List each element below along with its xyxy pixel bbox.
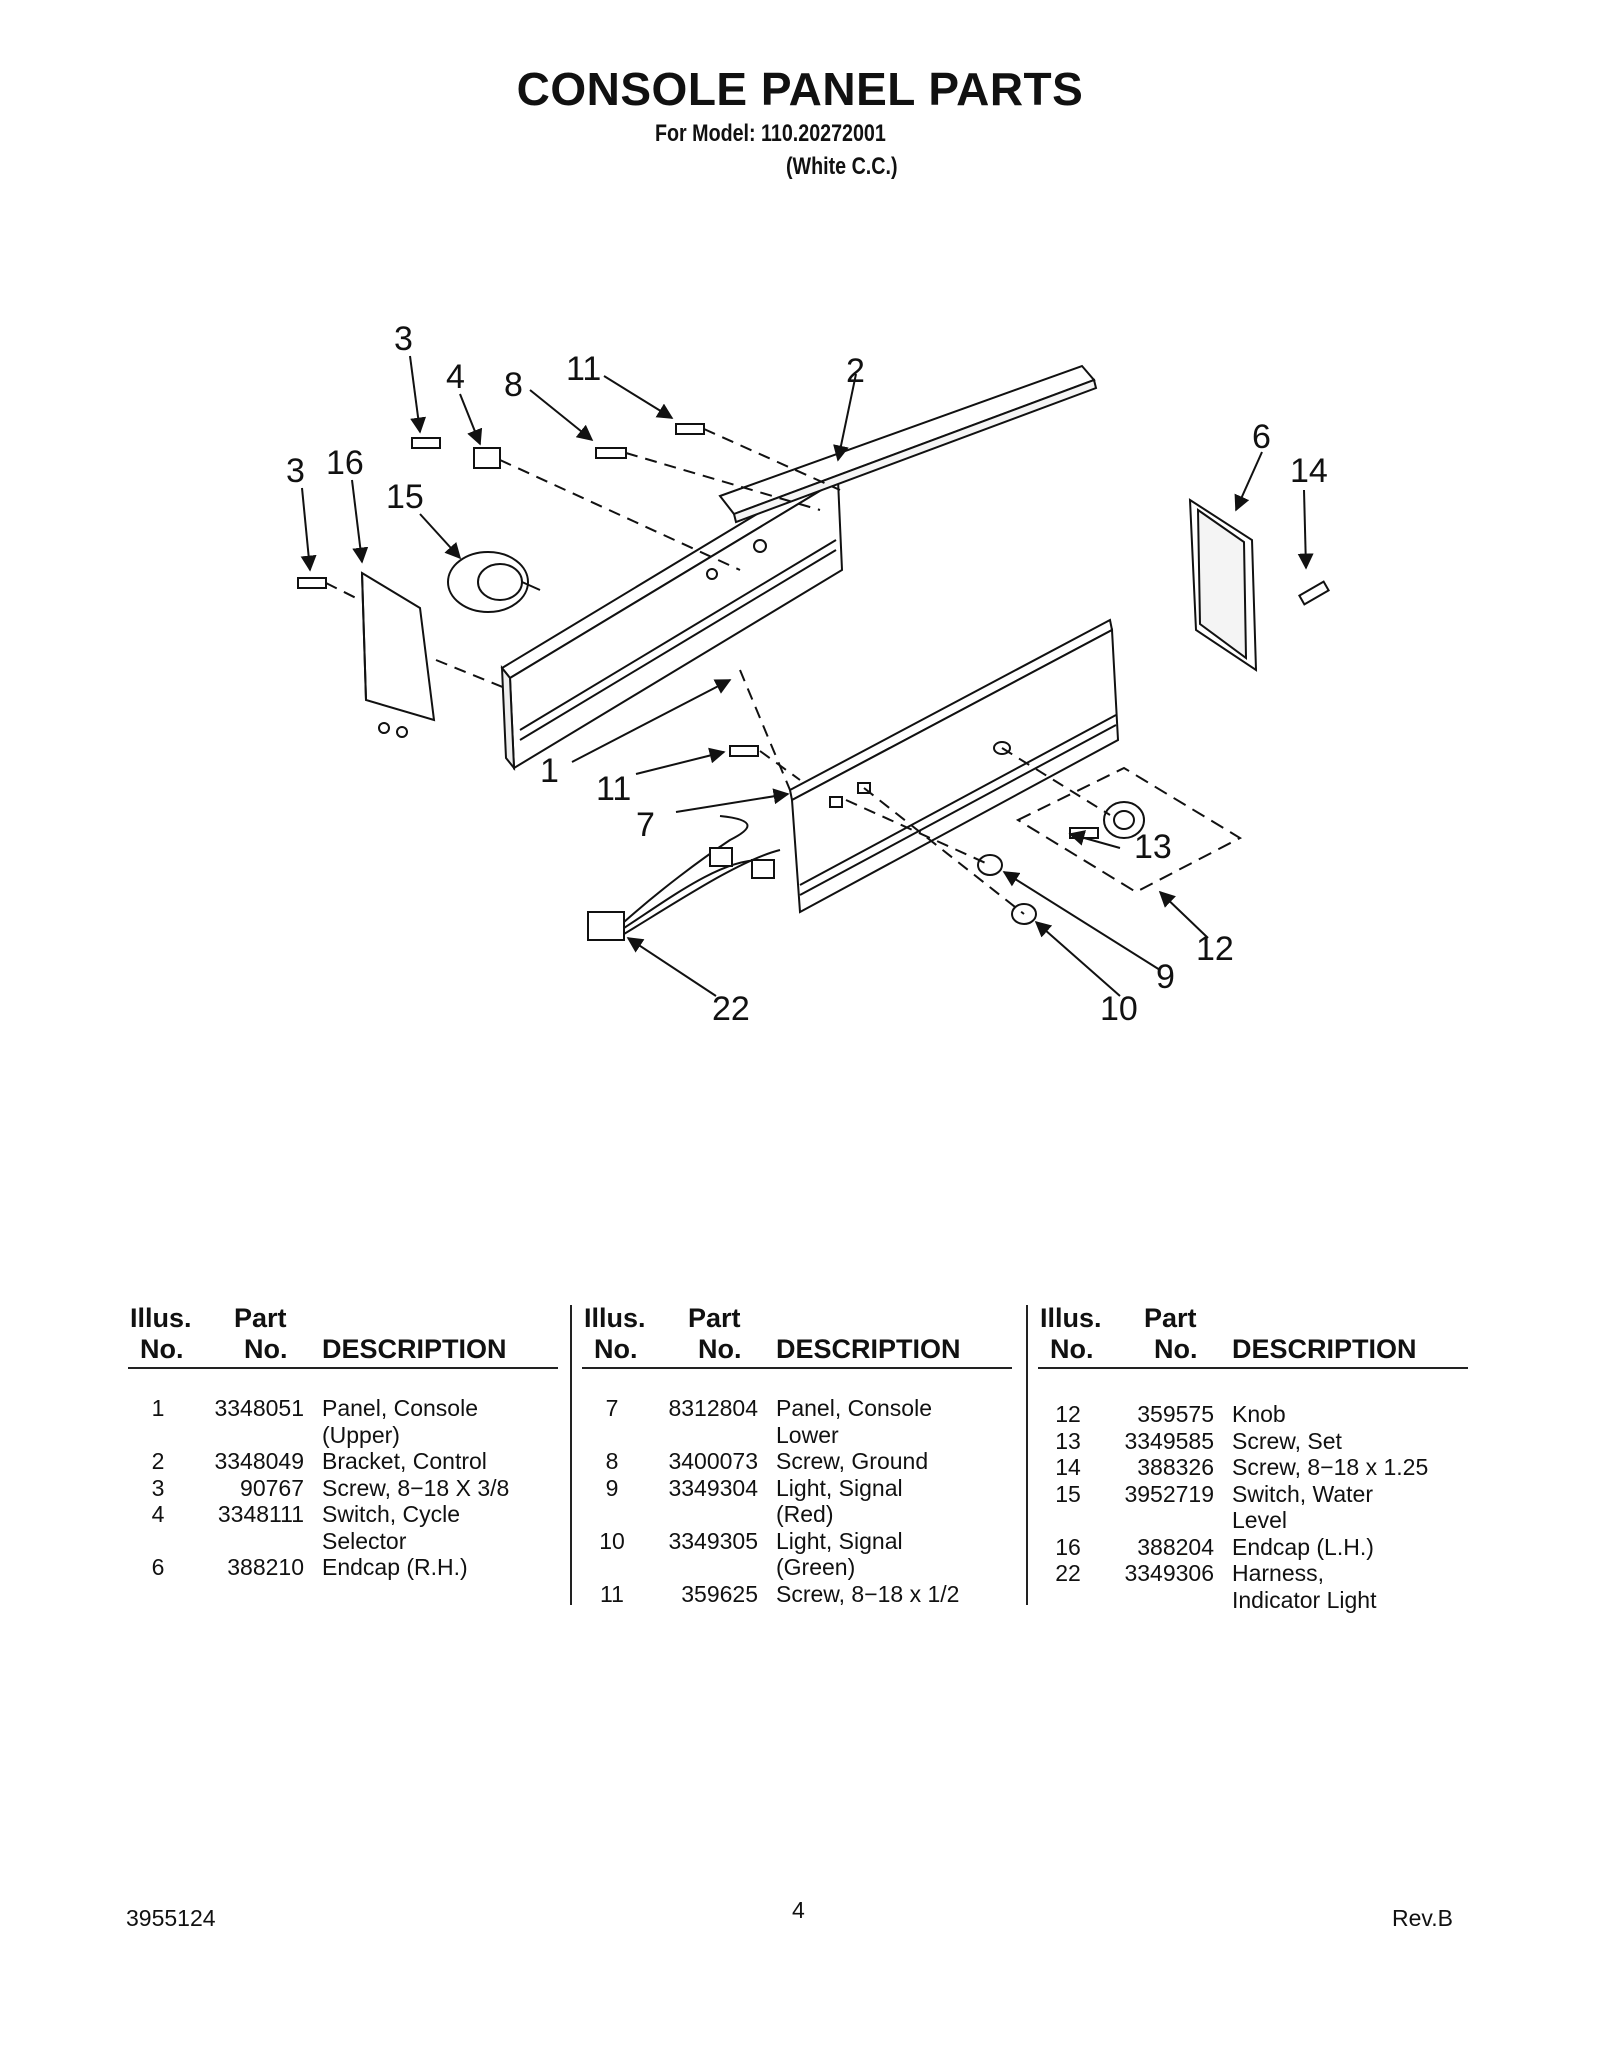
callout-11-lower: 11 xyxy=(596,770,631,808)
table-header: Illus. No. Part No. DESCRIPTION xyxy=(582,1305,1012,1369)
callout-8: 8 xyxy=(504,366,523,404)
callout-16: 16 xyxy=(326,444,364,482)
callout-1: 1 xyxy=(540,752,559,790)
right-endcap xyxy=(1188,498,1258,672)
page-title: CONSOLE PANEL PARTS xyxy=(516,63,1084,115)
cycle-selector-switch xyxy=(473,447,501,469)
callout-3-left: 3 xyxy=(286,452,305,490)
callout-4: 4 xyxy=(446,358,465,396)
callout-2: 2 xyxy=(846,352,865,390)
model-line: For Model: 110.20272001 xyxy=(655,120,886,147)
exploded-parts-diagram: 3 4 8 11 2 3 16 15 6 14 1 11 7 13 12 9 1… xyxy=(286,320,1330,1028)
variant-line: (White C.C.) xyxy=(786,153,898,180)
callout-9: 9 xyxy=(1156,958,1175,996)
callout-13: 13 xyxy=(1134,828,1172,866)
revision-label: Rev.B xyxy=(1392,1905,1453,1931)
callout-6: 6 xyxy=(1252,418,1271,456)
console-trim xyxy=(718,364,1098,524)
water-level-switch xyxy=(447,551,541,613)
callout-11-top: 11 xyxy=(566,350,601,388)
callout-3-top: 3 xyxy=(394,320,413,358)
page-number: 4 xyxy=(792,1897,805,1923)
callout-14: 14 xyxy=(1290,452,1328,490)
table-header: Illus. No. Part No. DESCRIPTION xyxy=(128,1305,558,1369)
left-endcap xyxy=(360,571,436,738)
signal-light-green xyxy=(1011,903,1037,925)
callout-10: 10 xyxy=(1100,990,1138,1028)
document-number: 3955124 xyxy=(126,1905,216,1931)
callout-15: 15 xyxy=(386,478,424,516)
callout-22: 22 xyxy=(712,990,750,1028)
indicator-light-harness xyxy=(587,815,781,941)
knob xyxy=(1103,801,1145,839)
callout-7: 7 xyxy=(636,806,655,844)
lower-console-panel xyxy=(788,618,1120,914)
callout-12: 12 xyxy=(1196,930,1234,968)
table-header: Illus. No. Part No. DESCRIPTION xyxy=(1038,1305,1468,1369)
signal-light-red xyxy=(977,854,1003,876)
column-divider xyxy=(570,1305,572,1605)
upper-console-panel xyxy=(500,468,844,772)
column-divider xyxy=(1026,1305,1028,1605)
